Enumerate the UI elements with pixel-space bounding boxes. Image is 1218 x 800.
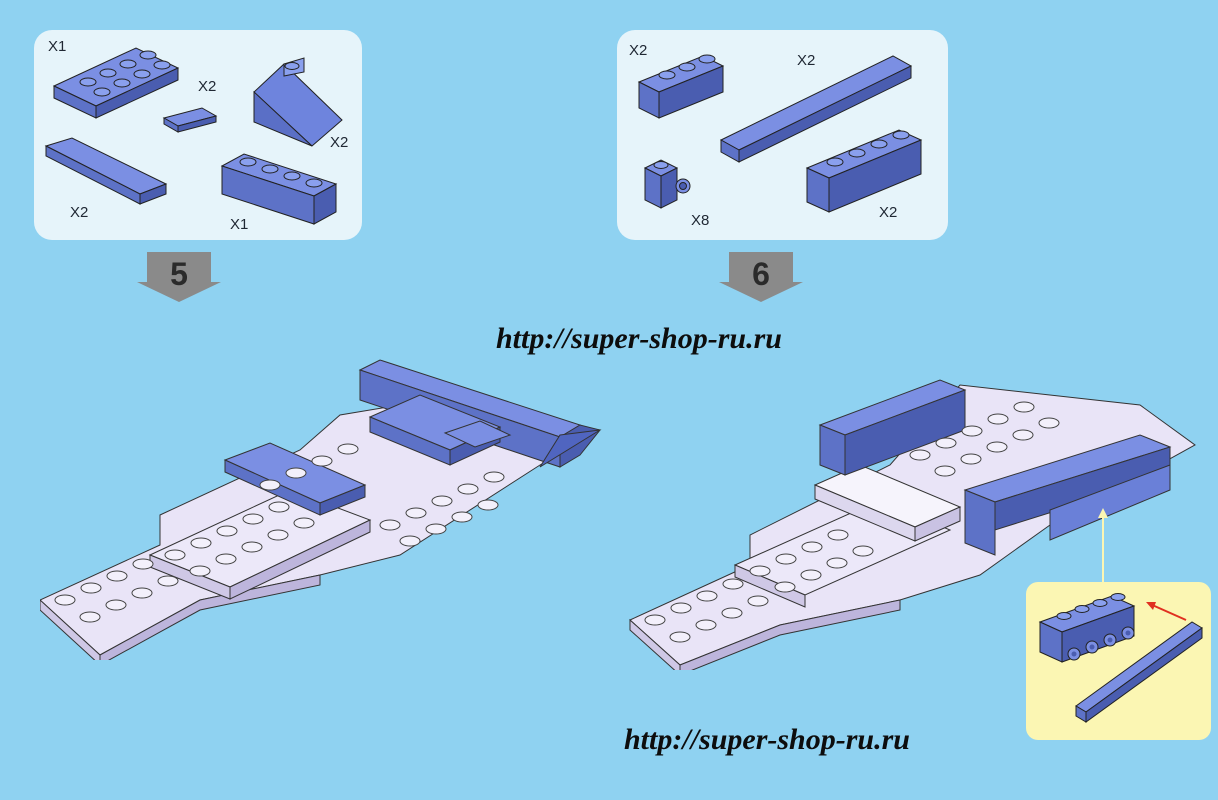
step-5-arrow: 5 bbox=[137, 252, 221, 302]
stud bbox=[961, 425, 983, 437]
stud bbox=[157, 575, 179, 587]
stud bbox=[696, 590, 718, 602]
qty-tile-1x4: X2 bbox=[70, 204, 89, 221]
slope-2x2-part bbox=[253, 57, 343, 147]
step-6-blue-back-bricks bbox=[818, 379, 967, 476]
tile-1x4-part bbox=[44, 137, 168, 205]
stud bbox=[242, 513, 264, 525]
qty-tile-1x8: X2 bbox=[797, 52, 816, 69]
stud bbox=[431, 495, 453, 507]
stud bbox=[190, 537, 212, 549]
plate-2x4-part bbox=[52, 47, 180, 119]
stud bbox=[405, 507, 427, 519]
detail-pointer-arrow bbox=[1098, 508, 1108, 584]
stud bbox=[293, 517, 315, 529]
step-5-parts-panel: X1 X2 X2 X2 X1 bbox=[34, 30, 362, 240]
step-6-arrow: 6 bbox=[719, 252, 803, 302]
stud bbox=[1012, 429, 1034, 441]
stud bbox=[852, 545, 874, 557]
brick-1x1-side-stud-part bbox=[643, 159, 691, 209]
stud bbox=[131, 587, 153, 599]
tile-1x2-part bbox=[162, 107, 218, 133]
brick-1x3-part bbox=[637, 54, 725, 119]
stud bbox=[670, 602, 692, 614]
step-6-parts-drawing bbox=[637, 54, 923, 213]
stud bbox=[483, 471, 505, 483]
stud bbox=[747, 595, 769, 607]
stud bbox=[801, 541, 823, 553]
stud bbox=[267, 529, 289, 541]
watermark-url-bottom: http://super-shop-ru.ru bbox=[624, 723, 910, 756]
watermark-url-top: http://super-shop-ru.ru bbox=[496, 322, 782, 355]
stud bbox=[106, 570, 128, 582]
stud bbox=[1013, 401, 1035, 413]
inset-long-tile bbox=[1075, 621, 1203, 723]
stud bbox=[695, 619, 717, 631]
stud bbox=[960, 453, 982, 465]
step-6-assembly-drawing bbox=[629, 379, 1196, 670]
stud bbox=[189, 565, 211, 577]
inset-red-arrow bbox=[1146, 602, 1187, 621]
step-5-studs bbox=[54, 443, 505, 623]
stud bbox=[451, 511, 473, 523]
brick-1x4-part bbox=[220, 153, 338, 225]
stud bbox=[721, 607, 743, 619]
qty-plate-2x4: X1 bbox=[48, 38, 67, 55]
step-6-blue-front-bricks bbox=[963, 434, 1172, 556]
step-6-number: 6 bbox=[752, 256, 770, 292]
stud bbox=[215, 553, 237, 565]
step-5-parts-drawing bbox=[44, 47, 343, 225]
qty-brick-1x4: X2 bbox=[879, 204, 898, 221]
stud bbox=[457, 483, 479, 495]
stud bbox=[399, 535, 421, 547]
detail-inset-drawing bbox=[1038, 593, 1203, 723]
step-6-parts-panel: X2 X2 X8 X2 bbox=[617, 30, 948, 240]
qty-brick-1x3: X2 bbox=[629, 42, 648, 59]
detail-inset-panel bbox=[1026, 582, 1211, 740]
stud bbox=[826, 557, 848, 569]
stud bbox=[54, 594, 76, 606]
step-5-middle-layer bbox=[148, 489, 372, 600]
stud bbox=[774, 581, 796, 593]
qty-brick-1x1-side-stud: X8 bbox=[691, 212, 710, 229]
stud bbox=[337, 443, 359, 455]
qty-tile-1x2: X2 bbox=[198, 78, 217, 95]
stud bbox=[827, 529, 849, 541]
stud bbox=[105, 599, 127, 611]
stud bbox=[909, 449, 931, 461]
stud bbox=[80, 582, 102, 594]
stud bbox=[241, 541, 263, 553]
stud bbox=[268, 501, 290, 513]
stud bbox=[216, 525, 238, 537]
stud bbox=[79, 611, 101, 623]
qty-slope-2x2: X2 bbox=[330, 134, 349, 151]
stud bbox=[259, 479, 281, 491]
step-6-studs bbox=[644, 401, 1060, 643]
inset-side-stud-bricks bbox=[1038, 593, 1136, 663]
step-5-assembly-drawing bbox=[40, 359, 602, 660]
tile-1x8-part bbox=[719, 55, 913, 163]
qty-brick-1x4: X1 bbox=[230, 216, 249, 233]
stud bbox=[775, 553, 797, 565]
stud bbox=[934, 465, 956, 477]
stud bbox=[987, 413, 1009, 425]
stud bbox=[379, 519, 401, 531]
stud bbox=[722, 578, 744, 590]
stud bbox=[800, 569, 822, 581]
stud bbox=[749, 565, 771, 577]
step-5-number: 5 bbox=[170, 256, 188, 292]
stud bbox=[669, 631, 691, 643]
stud bbox=[986, 441, 1008, 453]
stud bbox=[132, 558, 154, 570]
stud bbox=[477, 499, 499, 511]
stud bbox=[425, 523, 447, 535]
brick-1x4-part-step6 bbox=[805, 129, 923, 213]
stud bbox=[935, 437, 957, 449]
stud bbox=[164, 549, 186, 561]
step-6-white-tiles bbox=[813, 464, 962, 542]
stud bbox=[644, 614, 666, 626]
stud bbox=[1038, 417, 1060, 429]
stud bbox=[285, 467, 307, 479]
stud bbox=[311, 455, 333, 467]
